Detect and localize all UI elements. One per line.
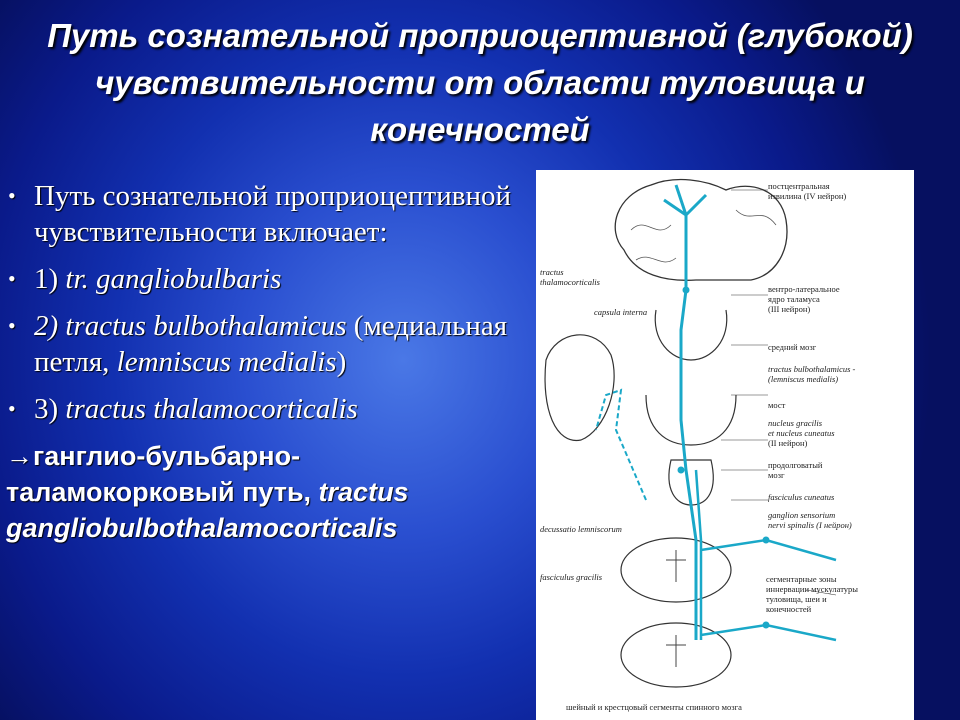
label-segments-3: туловища, шеи и bbox=[766, 594, 827, 604]
label-gracilis: fasciculus gracilis bbox=[540, 572, 603, 582]
bullet-dot-icon: • bbox=[8, 396, 16, 421]
pathway-diagram-svg: постцентральная извилина (IV нейрон) tra… bbox=[540, 178, 858, 712]
bullet-segment: Путь сознательной проприоцептивной чувст… bbox=[34, 180, 511, 248]
label-medulla-2: мозг bbox=[768, 470, 785, 480]
label-thalamo-2: thalamocorticalis bbox=[540, 277, 601, 287]
ganglion-node bbox=[762, 621, 770, 629]
bullet-item: • 2) tractus bulbothalamicus (медиальная … bbox=[4, 308, 524, 380]
summary-text: ганглио-бульбарно-таламокорковый путь, bbox=[6, 441, 319, 507]
label-segments-1: сегментарные зоны bbox=[766, 574, 837, 584]
bullet-item: • 3) tractus thalamocorticalis bbox=[4, 391, 524, 427]
label-segments-2: иннервации мускулатуры bbox=[766, 584, 858, 594]
pons-outline bbox=[645, 394, 737, 446]
latin-term: 2) tractus bulbothalamicus bbox=[34, 310, 347, 342]
label-postcentral-2: извилина (IV нейрон) bbox=[768, 191, 846, 201]
pathway-dashed bbox=[595, 388, 647, 501]
label-ventrolateral-3: (III нейрон) bbox=[768, 304, 810, 314]
spinal-segment-lower bbox=[620, 622, 732, 688]
label-ventrolateral-1: вентро-латеральное bbox=[768, 284, 840, 294]
bullet-item: • Путь сознательной проприоцептивной чувс… bbox=[4, 178, 524, 250]
bullet-text: Путь сознательной проприоцептивной чувст… bbox=[34, 180, 511, 248]
latin-term: lemniscus medialis bbox=[116, 346, 337, 378]
label-midbrain: средний мозг bbox=[768, 342, 817, 352]
pathway-main bbox=[663, 184, 708, 640]
summary-latin: tractus gangliobulbothalamocorticalis bbox=[6, 477, 409, 543]
label-nucleus-1: nucleus gracilis bbox=[768, 418, 823, 428]
label-bulbothal-1: tractus bulbothalamicus - bbox=[768, 364, 856, 374]
cortex-outline bbox=[614, 178, 788, 281]
medulla-node bbox=[677, 466, 685, 474]
label-bulbothal-2: (lemniscus medialis) bbox=[768, 374, 838, 384]
bullet-segment: 3) bbox=[34, 393, 66, 425]
label-nucleus-3: (II нейрон) bbox=[768, 438, 808, 448]
label-segments-4: конечностей bbox=[766, 604, 812, 614]
bullet-segment: (медиальная петля, bbox=[34, 310, 508, 378]
label-thalamo-1: tractus bbox=[540, 267, 564, 277]
thalamus-node bbox=[682, 286, 690, 294]
leader-lines bbox=[721, 189, 837, 596]
label-ganglion-2: nervi spinalis (I нейрон) bbox=[768, 520, 852, 530]
label-ventrolateral-2: ядро таламуса bbox=[768, 294, 820, 304]
cerebellum-outline bbox=[544, 334, 615, 441]
pathway-diagram: постцентральная извилина (IV нейрон) tra… bbox=[536, 170, 914, 720]
bullet-list: • Путь сознательной проприоцептивной чувс… bbox=[4, 178, 524, 546]
arrow-icon: → bbox=[6, 441, 33, 471]
bullet-segment: 1) bbox=[34, 263, 66, 295]
label-ganglion-1: ganglion sensorium bbox=[768, 510, 835, 520]
bullet-dot-icon: • bbox=[8, 266, 16, 291]
label-cuneatus: fasciculus cuneatus bbox=[768, 492, 835, 502]
latin-term: tractus thalamocorticalis bbox=[65, 393, 358, 425]
cortex-gyri bbox=[630, 209, 777, 263]
label-postcentral-1: постцентральная bbox=[768, 181, 830, 191]
ganglion-node bbox=[762, 536, 770, 544]
label-medulla-1: продолговатый bbox=[768, 460, 823, 470]
bullet-item: • 1) tr. gangliobulbaris bbox=[4, 261, 524, 297]
spinal-segment-upper bbox=[620, 537, 732, 603]
bullet-text: 2) tractus bulbothalamicus (медиальная п… bbox=[34, 310, 507, 378]
label-bottom: шейный и крестцовый сегменты спинного мо… bbox=[566, 702, 742, 712]
bullet-segment: ) bbox=[336, 346, 347, 378]
bullet-text: 1) tr. gangliobulbaris bbox=[34, 263, 281, 295]
grey-matter bbox=[666, 550, 686, 667]
label-decussatio: decussatio lemniscorum bbox=[540, 524, 622, 534]
bullet-dot-icon: • bbox=[8, 183, 16, 208]
label-pons: мост bbox=[768, 400, 786, 410]
latin-term: tr. gangliobulbaris bbox=[65, 263, 282, 295]
bullet-dot-icon: • bbox=[8, 313, 16, 338]
label-nucleus-2: et nucleus cuneatus bbox=[768, 428, 835, 438]
label-capsula: capsula interna bbox=[594, 307, 647, 317]
bullet-text: 3) tractus thalamocorticalis bbox=[34, 393, 358, 425]
midbrain-outline bbox=[654, 309, 728, 361]
summary-line: →ганглио-бульбарно-таламокорковый путь, … bbox=[4, 438, 524, 546]
slide-title: Путь сознательной проприоцептивной (глуб… bbox=[47, 17, 913, 148]
